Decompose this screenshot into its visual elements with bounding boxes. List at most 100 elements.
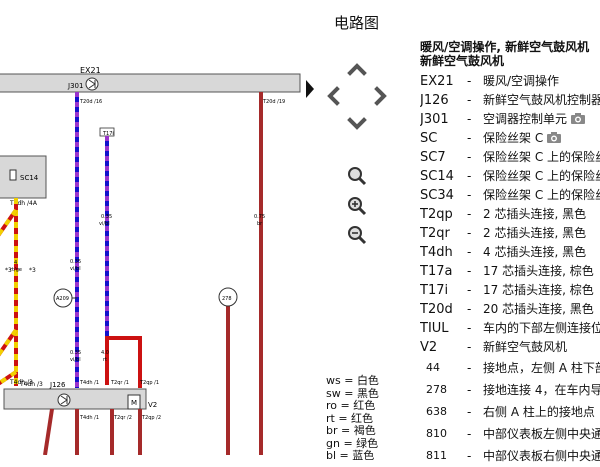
legend-item-description: 17 芯插头连接, 棕色 (483, 262, 594, 281)
legend-item[interactable]: J126-新鲜空气鼓风机控制器 (420, 91, 600, 110)
legend-item[interactable]: T17a-17 芯插头连接, 棕色 (420, 262, 600, 281)
legend-item[interactable]: SC-保险丝架 C (420, 129, 600, 148)
legend-item[interactable]: 44-接地点，左侧 A 柱下部 (420, 357, 600, 379)
legend-item-description-text: 新鲜空气鼓风机控制器 (483, 93, 600, 107)
legend-item-description-text: 17 芯插头连接, 棕色 (483, 264, 594, 278)
legend-item-description: 保险丝架 C 上的保险丝 7 (483, 148, 600, 167)
page-title: 电路图 (334, 14, 380, 32)
zoom-out-icon (348, 226, 367, 245)
legend-item-description-text: 右侧 A 柱上的接地点 (483, 405, 595, 419)
label-t2qp-bot: T2qp /2 (141, 415, 161, 421)
j301-component (0, 73, 301, 93)
chevron-down-icon (347, 117, 367, 130)
chevron-up-icon (347, 63, 367, 76)
label-t2qp-top: T2qp /1 (139, 380, 159, 386)
legend-item-code: T4dh (420, 245, 453, 260)
legend-item[interactable]: T2qr-2 芯插头连接, 黑色 (420, 224, 600, 243)
legend-item-description-text: 新鲜空气鼓风机 (483, 340, 568, 354)
pan-up-button[interactable] (346, 58, 368, 80)
legend-item-description: 接地点，左侧 A 柱下部 (483, 357, 600, 379)
legend-header-line1: 暖风/空调操作, 新鲜空气鼓风机 (420, 40, 590, 54)
legend-item-description: 空调器控制单元 (483, 110, 586, 129)
label-w5-size: 0.75 (254, 214, 265, 220)
legend-item-description-text: 接地点，左侧 A 柱下部 (483, 361, 600, 375)
color-key-item: sw = 黑色 (326, 386, 379, 400)
legend-item-description: 中部仪表板右侧中央通道 (483, 445, 600, 467)
legend-item[interactable]: EX21-暖风/空调操作 (420, 72, 600, 91)
legend-item-code: T2qr (420, 226, 450, 241)
label-star3b: *3 (29, 267, 36, 274)
legend-item-code: T17i (420, 283, 449, 298)
legend-item-description: 2 芯插头连接, 黑色 (483, 224, 586, 243)
legend-item-code: 811 (426, 449, 447, 462)
legend-item[interactable]: SC34-保险丝架 C 上的保险丝 34 (420, 186, 600, 205)
legend-item-code: V2 (420, 340, 438, 355)
legend-item-description: 右侧 A 柱上的接地点 (483, 401, 595, 423)
search-button[interactable] (346, 165, 368, 187)
legend-item-dash: - (467, 283, 472, 297)
label-j126: J126 (49, 381, 66, 389)
legend-item-description: 新鲜空气鼓风机 (483, 338, 567, 357)
color-key-item: br = 褐色 (326, 424, 376, 437)
legend-item-description-text: 保险丝架 C 上的保险丝 7 (483, 150, 600, 164)
legend-item[interactable]: TIUL-车内的下部左侧连接位置 (420, 319, 600, 338)
legend-item[interactable]: T17i -17 芯插头连接, 棕色 (420, 281, 600, 300)
wire-red-rt (105, 336, 142, 388)
label-w7-color: rt (103, 357, 107, 363)
legend-item[interactable]: T4dh-4 芯插头连接, 黑色 (420, 243, 600, 262)
label-t20d-16: T20d /16 (79, 99, 102, 105)
label-w7-size: 4.0 (101, 350, 109, 356)
legend-item[interactable]: 811-中部仪表板右侧中央通道 (420, 445, 600, 467)
legend-item-description: 20 芯插头连接, 黑色 (483, 300, 594, 319)
camera-icon[interactable] (546, 131, 562, 144)
legend-item-dash: - (467, 264, 472, 278)
legend-item[interactable]: 638-右侧 A 柱上的接地点 (420, 401, 600, 423)
legend-item-dash: - (467, 207, 472, 221)
legend-item-description: 保险丝架 C (483, 129, 562, 148)
legend-item[interactable]: SC7-保险丝架 C 上的保险丝 7 (420, 148, 600, 167)
legend-item-code: J126 (420, 93, 449, 108)
label-w1-color: vi/bl (70, 266, 81, 272)
label-w4-color: rt/ge (10, 267, 22, 273)
legend-item[interactable]: SC14-保险丝架 C 上的保险丝 14 (420, 167, 600, 186)
j301-symbol-mark-icon (88, 79, 96, 89)
zoom-in-button[interactable] (346, 195, 368, 217)
legend-item-description-text: 2 芯插头连接, 黑色 (483, 226, 587, 240)
legend-item-dash: - (467, 188, 472, 202)
label-t2qr-bot: T2qr /2 (113, 415, 132, 421)
expand-arrow-icon[interactable] (306, 80, 314, 98)
label-t4dh-bot: T4dh /1 (79, 415, 99, 421)
legend-item[interactable]: 810-中部仪表板左侧中央通道 (420, 423, 600, 445)
legend-item-description-text: 保险丝架 C 上的保险丝 14 (483, 169, 600, 183)
legend-item[interactable]: J301-空调器控制单元 (420, 110, 600, 129)
legend-header: 暖风/空调操作, 新鲜空气鼓风机 新鲜空气鼓风机 (420, 40, 600, 68)
legend-item[interactable]: T2qp-2 芯插头连接, 黑色 (420, 205, 600, 224)
pan-down-button[interactable] (346, 113, 368, 135)
legend-item-dash: - (467, 169, 472, 183)
zoom-out-button[interactable] (346, 224, 368, 246)
svg-text:M: M (131, 399, 137, 407)
legend-item[interactable]: 278-接地连接 4，在车内导线束中 (420, 379, 600, 401)
camera-icon[interactable] (570, 112, 586, 125)
legend-item[interactable]: V2-新鲜空气鼓风机 (420, 338, 600, 357)
legend-item-description: 17 芯插头连接, 棕色 (483, 281, 594, 300)
label-t4dh-top: T4dh /4A (9, 200, 38, 207)
legend-item-dash: - (467, 131, 472, 145)
legend-item-code: 810 (426, 427, 447, 440)
legend-item-description-text: 空调器控制单元 (483, 112, 568, 126)
label-sc14: SC14 (20, 174, 39, 182)
wiring-diagram[interactable]: EX21 J301 SC14 T4dh /4A *3 *3 4 rt/ge T4… (0, 0, 600, 455)
legend-item-description-text: 17 芯插头连接, 棕色 (483, 283, 594, 297)
legend-item-description: 接地连接 4，在车内导线束中 (483, 379, 600, 401)
wire-red-yellow (0, 198, 18, 386)
legend-item-code: SC14 (420, 169, 454, 184)
legend-item[interactable]: T20d-20 芯插头连接, 黑色 (420, 300, 600, 319)
pan-left-button[interactable] (322, 85, 344, 107)
label-t4dh-j126: T4dh /3 (19, 381, 43, 388)
legend-item-dash: - (467, 321, 472, 335)
magnifier-icon (348, 167, 367, 186)
connector-278-icon (218, 287, 238, 307)
pan-right-button[interactable] (370, 85, 392, 107)
label-t4dh-mid: T4dh /3 (9, 379, 33, 386)
